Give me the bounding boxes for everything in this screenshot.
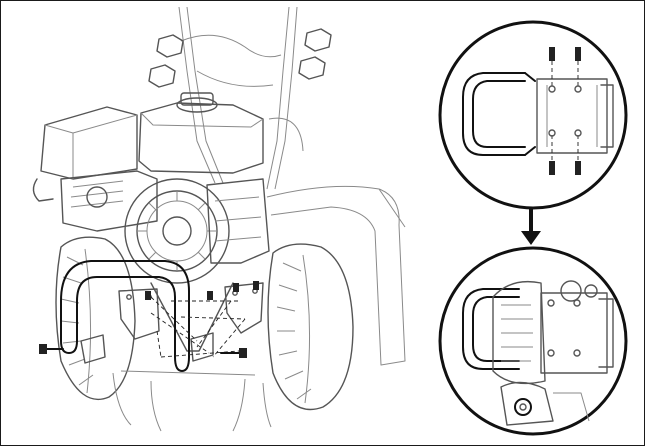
tire-right xyxy=(267,243,354,411)
guard-bar-top-view xyxy=(462,72,536,156)
fender xyxy=(266,185,406,366)
bracket-plate-top-view xyxy=(536,78,614,154)
alignment-lines xyxy=(150,296,246,358)
fuel-tank xyxy=(138,92,264,174)
tines xyxy=(112,370,272,432)
control-knob-left xyxy=(148,34,184,88)
detail-circle-bottom xyxy=(438,246,628,436)
engine-top-view xyxy=(492,280,598,385)
detail-circle-top xyxy=(438,20,628,210)
tire-left xyxy=(55,236,136,401)
transmission xyxy=(150,178,270,352)
bolts-top-view xyxy=(548,47,582,175)
bracket-plate-installed-view xyxy=(540,292,614,374)
bolt-left-guard xyxy=(39,344,64,354)
arrow-down-icon xyxy=(521,207,541,245)
control-knob-right xyxy=(298,28,332,80)
bolts-brackets xyxy=(145,281,259,300)
bracket-plate-right xyxy=(224,282,264,334)
bolt-right-guard xyxy=(220,348,247,358)
air-filter xyxy=(40,106,138,180)
recoil-starter xyxy=(124,178,230,284)
guard-bar-installed-view xyxy=(462,288,520,370)
front-guard-bar xyxy=(60,260,190,372)
tiller-illustration xyxy=(32,6,406,432)
handlebars xyxy=(178,6,304,190)
transmission-top-view xyxy=(500,381,590,426)
engine-block xyxy=(32,170,158,232)
